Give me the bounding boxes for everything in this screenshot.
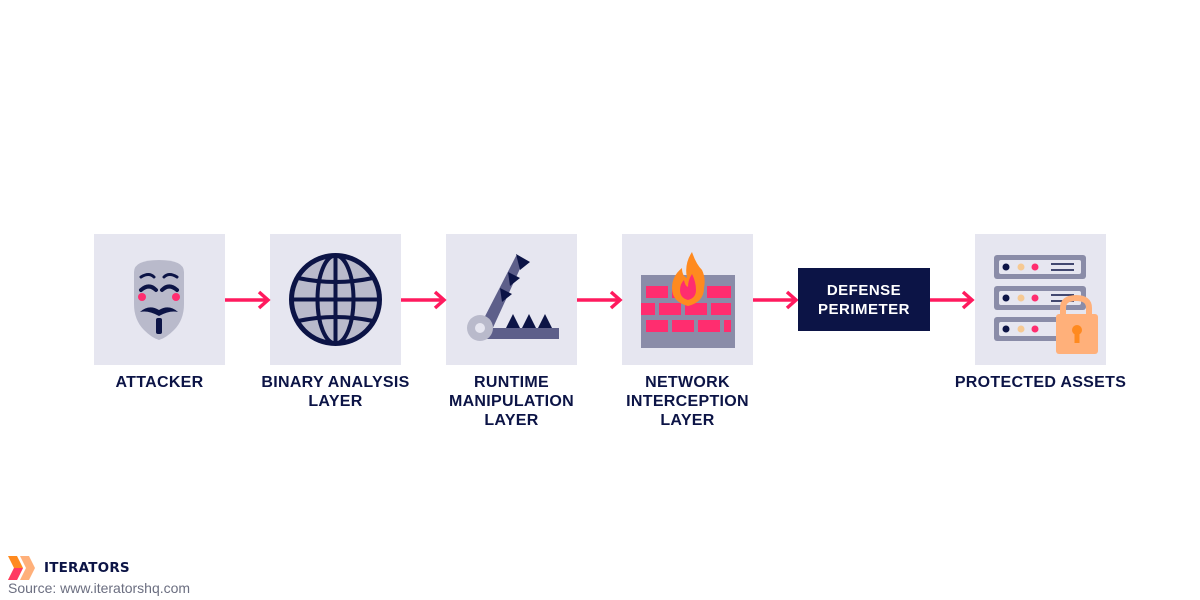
arrow-network-to-defense <box>753 290 799 310</box>
binary-analysis-tile <box>270 234 401 365</box>
network-interception-tile <box>622 234 753 365</box>
arrow-right-icon <box>401 290 447 310</box>
mask-icon <box>134 260 184 340</box>
arrow-right-icon <box>577 290 623 310</box>
iterators-logo-icon <box>8 556 35 580</box>
attacker-tile <box>94 234 225 365</box>
protected-assets-tile <box>975 234 1106 365</box>
attacker-label: ATTACKER <box>115 374 204 391</box>
server-lock-icon <box>994 255 1098 354</box>
network-interception-label: NETWORK INTERCEPTION LAYER <box>626 374 749 429</box>
arrow-binary-to-runtime <box>401 290 447 310</box>
binary-analysis-label: BINARY ANALYSIS LAYER <box>261 374 410 410</box>
arrow-right-icon <box>753 290 799 310</box>
runtime-manipulation-label: RUNTIME MANIPULATION LAYER <box>448 374 575 429</box>
source-text: Source: www.iteratorshq.com <box>8 580 191 596</box>
brand: ITERATORS <box>8 556 130 580</box>
arrow-defense-to-assets <box>929 290 975 310</box>
firewall-icon <box>641 252 735 348</box>
arrow-right-icon <box>225 290 271 310</box>
runtime-manipulation-tile <box>446 234 577 365</box>
arrow-attacker-to-binary <box>225 290 271 310</box>
trap-icon <box>467 254 559 341</box>
defense-perimeter-box: DEFENSE PERIMETER <box>798 268 930 331</box>
brand-name: ITERATORS <box>44 560 130 576</box>
protected-assets-label: PROTECTED ASSETS <box>954 374 1127 391</box>
arrow-runtime-to-network <box>577 290 623 310</box>
globe-icon <box>289 253 382 346</box>
arrow-right-icon <box>929 290 975 310</box>
